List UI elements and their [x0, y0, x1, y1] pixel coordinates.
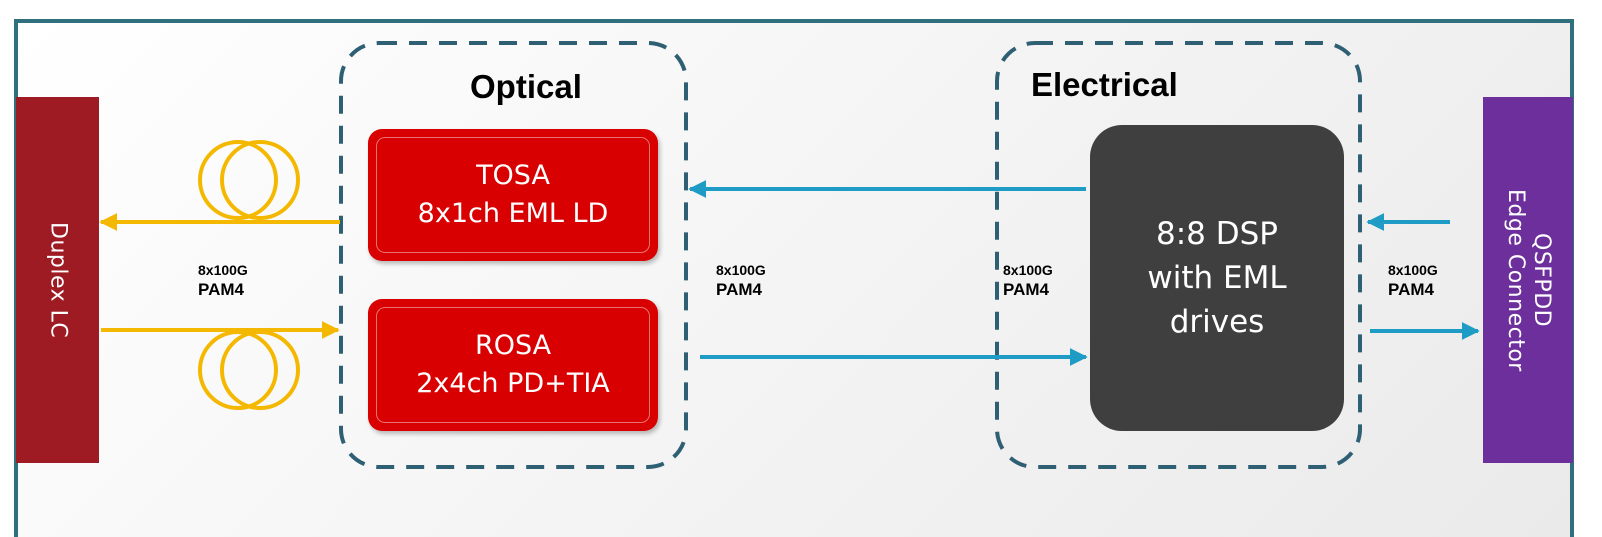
tosa-title: TOSA: [476, 160, 550, 191]
modulation-value: PAM4: [716, 280, 762, 299]
dsp-line-2: with EML: [1147, 260, 1287, 296]
modulation-value: PAM4: [1003, 280, 1049, 299]
dsp-block: 8:8 DSP with EML drives: [1090, 125, 1344, 431]
duplex-lc-connector: Duplex LC: [16, 97, 99, 463]
rate-label-optical-electrical: 8x100G PAM4: [716, 261, 766, 300]
optical-region-border: [339, 41, 688, 469]
optical-section-title: Optical: [470, 68, 582, 105]
qsfpdd-label: QSFPDD Edge Connector: [1503, 188, 1554, 372]
electrical-section-title: Electrical: [1031, 66, 1178, 103]
tosa-block: TOSA 8x1ch EML LD: [368, 129, 658, 261]
rosa-detail: 2x4ch PD+TIA: [416, 368, 610, 399]
tosa-inner: TOSA 8x1ch EML LD: [376, 137, 650, 253]
fiber-coil-rx-icon: [198, 330, 300, 410]
modulation-value: PAM4: [1388, 280, 1434, 299]
rosa-block: ROSA 2x4ch PD+TIA: [368, 299, 658, 431]
tosa-detail: 8x1ch EML LD: [417, 198, 609, 229]
rate-value: 8x100G: [1388, 262, 1438, 278]
rate-label-dsp-input: 8x100G PAM4: [1003, 261, 1053, 300]
rate-value: 8x100G: [1003, 262, 1053, 278]
rate-label-host: 8x100G PAM4: [1388, 261, 1438, 300]
dsp-line-3: drives: [1169, 304, 1265, 340]
modulation-value: PAM4: [198, 280, 244, 299]
rate-value: 8x100G: [198, 262, 248, 278]
fiber-coil-tx-icon: [198, 140, 300, 220]
qsfpdd-edge-connector: QSFPDD Edge Connector: [1483, 97, 1573, 463]
rosa-inner: ROSA 2x4ch PD+TIA: [376, 307, 650, 423]
duplex-lc-label: Duplex LC: [45, 221, 71, 339]
rosa-title: ROSA: [474, 330, 552, 361]
dsp-line-1: 8:8 DSP: [1156, 216, 1278, 252]
rate-label-fiber: 8x100G PAM4: [198, 261, 248, 300]
rate-value: 8x100G: [716, 262, 766, 278]
electrical-region-border: [995, 41, 1362, 469]
